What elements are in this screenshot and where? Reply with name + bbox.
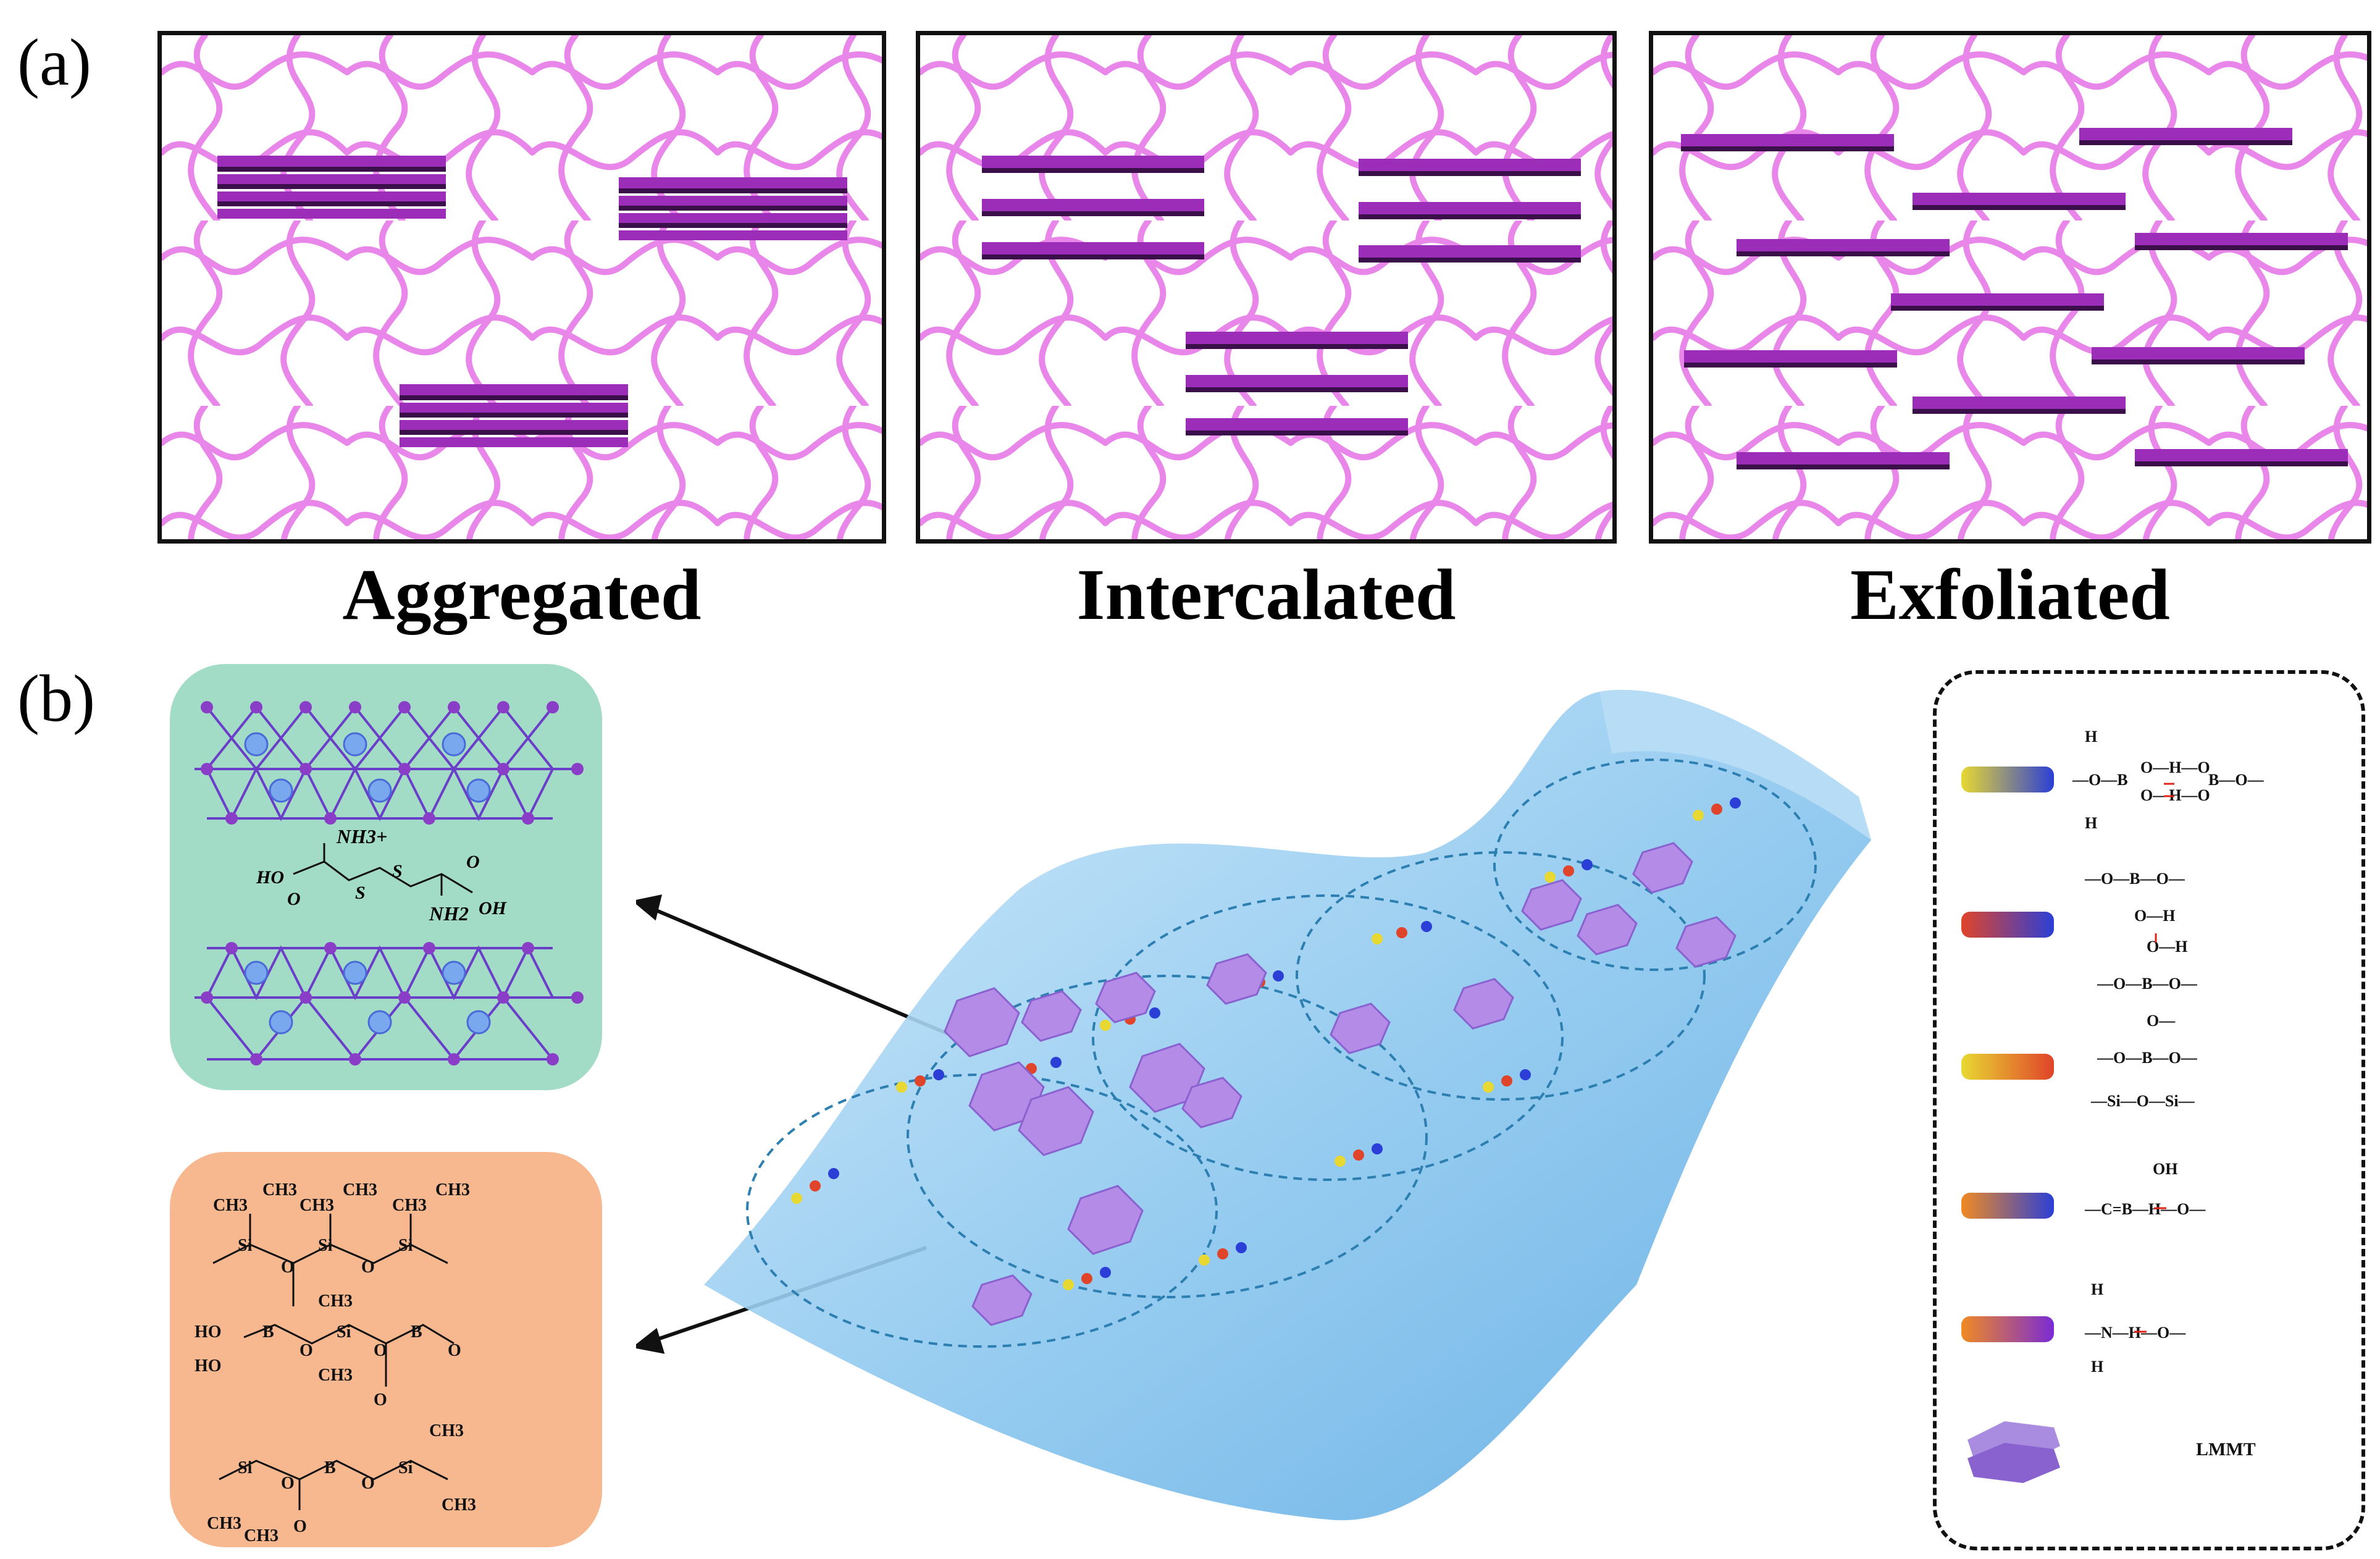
panel-b-label: (b)	[17, 662, 95, 736]
svg-text:O—H—O: O—H—O	[2140, 786, 2210, 804]
svg-text:H: H	[2091, 1358, 2103, 1376]
methyl-label: CH3	[262, 1180, 297, 1200]
oxygen-label: O	[448, 1341, 461, 1360]
legend-swatch	[1961, 1193, 2054, 1219]
legend-swatch	[1961, 1054, 2054, 1080]
legend-swatch	[1961, 912, 2054, 938]
hydrogel-network-illustration	[636, 689, 1871, 1521]
caption-exfoliated: Exfoliated	[1850, 554, 2170, 635]
silicon-label: Si	[398, 1458, 413, 1477]
svg-text:—O—B—O—: —O—B—O—	[2097, 975, 2198, 993]
clay-stack	[400, 384, 628, 447]
oxygen-label: O	[374, 1341, 387, 1360]
exfoliated-box	[1649, 31, 2371, 544]
methyl-label: CH3	[300, 1196, 334, 1215]
oxygen-label: O	[361, 1474, 375, 1493]
aggregated-diagram	[162, 35, 882, 539]
svg-text:O—: O—	[2147, 1012, 2176, 1030]
lmmt-label: LMMT	[2196, 1439, 2256, 1460]
caption-intercalated: Intercalated	[1076, 554, 1456, 635]
boron-siloxane-diagram: CH3 CH3 CH3 CH3 CH3 CH3 Si Si Si O O HO …	[195, 1180, 476, 1545]
methyl-label: CH3	[213, 1196, 248, 1215]
methyl-label: CH3	[244, 1526, 279, 1545]
amine-label: NH3+	[336, 825, 387, 847]
svg-text:H: H	[2085, 728, 2097, 746]
intercalated-box	[916, 31, 1617, 544]
clay-structure-box: NH3+ HO O S S O OH NH2	[170, 664, 602, 1090]
amine-label: NH2	[429, 902, 469, 925]
svg-text:O—H: O—H	[2134, 907, 2175, 925]
silicon-label: Si	[238, 1458, 253, 1477]
boron-label: B	[411, 1322, 422, 1342]
clay-stack	[982, 156, 1204, 259]
oxygen-label: O	[293, 1517, 307, 1536]
svg-text:O—H—O: O—H—O	[2140, 758, 2210, 776]
hydroxyl-label: OH	[479, 898, 508, 918]
oxygen-label: O	[281, 1258, 295, 1277]
oxygen-label: O	[287, 889, 301, 909]
oxygen-label: O	[374, 1390, 387, 1410]
methyl-label: CH3	[343, 1180, 377, 1200]
svg-text:—O—B—O—: —O—B—O—	[2084, 870, 2185, 888]
oxygen-label: O	[281, 1474, 295, 1493]
silicon-label: Si	[238, 1236, 253, 1255]
silicon-label: Si	[398, 1236, 413, 1255]
clay-structure-diagram: NH3+ HO O S S O OH NH2	[195, 701, 584, 1065]
lmmt-swatch-icon	[1967, 1421, 2060, 1483]
hydroxyl-label: HO	[195, 1356, 222, 1376]
clay-stack	[1359, 159, 1581, 263]
oxygen-label: O	[361, 1258, 375, 1277]
silicon-label: Si	[318, 1236, 333, 1255]
svg-text:—Si—O—Si—: —Si—O—Si—	[2090, 1092, 2195, 1110]
svg-text:—O—B—O—: —O—B—O—	[2097, 1049, 2198, 1067]
methyl-label: CH3	[392, 1196, 427, 1215]
svg-text:H: H	[2091, 1280, 2103, 1298]
boron-siloxane-box: CH3 CH3 CH3 CH3 CH3 CH3 Si Si Si O O HO …	[170, 1152, 602, 1547]
aggregated-box	[157, 31, 886, 544]
hydroxyl-label: HO	[256, 867, 284, 888]
exfoliated-sheets	[1681, 128, 2348, 469]
oxygen-label: O	[300, 1341, 313, 1360]
boron-label: B	[324, 1458, 336, 1477]
sulfur-label: S	[392, 861, 403, 881]
svg-text:O—H: O—H	[2147, 938, 2187, 956]
hydroxyl-label: HO	[195, 1322, 222, 1342]
methyl-label: CH3	[318, 1366, 353, 1385]
svg-text:—C=B—H—O—: —C=B—H—O—	[2084, 1200, 2206, 1218]
clay-stack	[619, 177, 847, 240]
svg-text:B—O—: B—O—	[2208, 771, 2265, 789]
clay-stack	[217, 156, 446, 219]
methyl-label: CH3	[318, 1292, 353, 1311]
panel-a-label: (a)	[17, 26, 91, 99]
polymer-network	[746, 758, 1817, 1348]
svg-text:H: H	[2085, 814, 2097, 832]
svg-text:—O—B: —O—B	[2072, 771, 2128, 789]
sulfur-label: S	[355, 883, 366, 903]
intercalated-diagram	[920, 35, 1612, 539]
legend-swatch	[1961, 767, 2054, 792]
methyl-label: CH3	[429, 1421, 464, 1440]
oxygen-label: O	[466, 852, 480, 872]
legend-swatch	[1961, 1316, 2054, 1342]
caption-aggregated: Aggregated	[342, 554, 702, 635]
svg-text:OH: OH	[2153, 1160, 2177, 1178]
methyl-label: CH3	[435, 1180, 470, 1200]
lmmt-platelets	[944, 842, 1737, 1326]
silicon-label: Si	[337, 1322, 351, 1342]
boron-label: B	[262, 1322, 274, 1342]
exfoliated-diagram	[1653, 35, 2367, 539]
methyl-label: CH3	[207, 1514, 241, 1533]
clay-stack	[1186, 332, 1408, 435]
methyl-label: CH3	[442, 1495, 476, 1515]
legend-diagram: H —O—BO—H—OB—O— O—H—O H —O—B—O— O—H O—H …	[1961, 728, 2265, 1483]
